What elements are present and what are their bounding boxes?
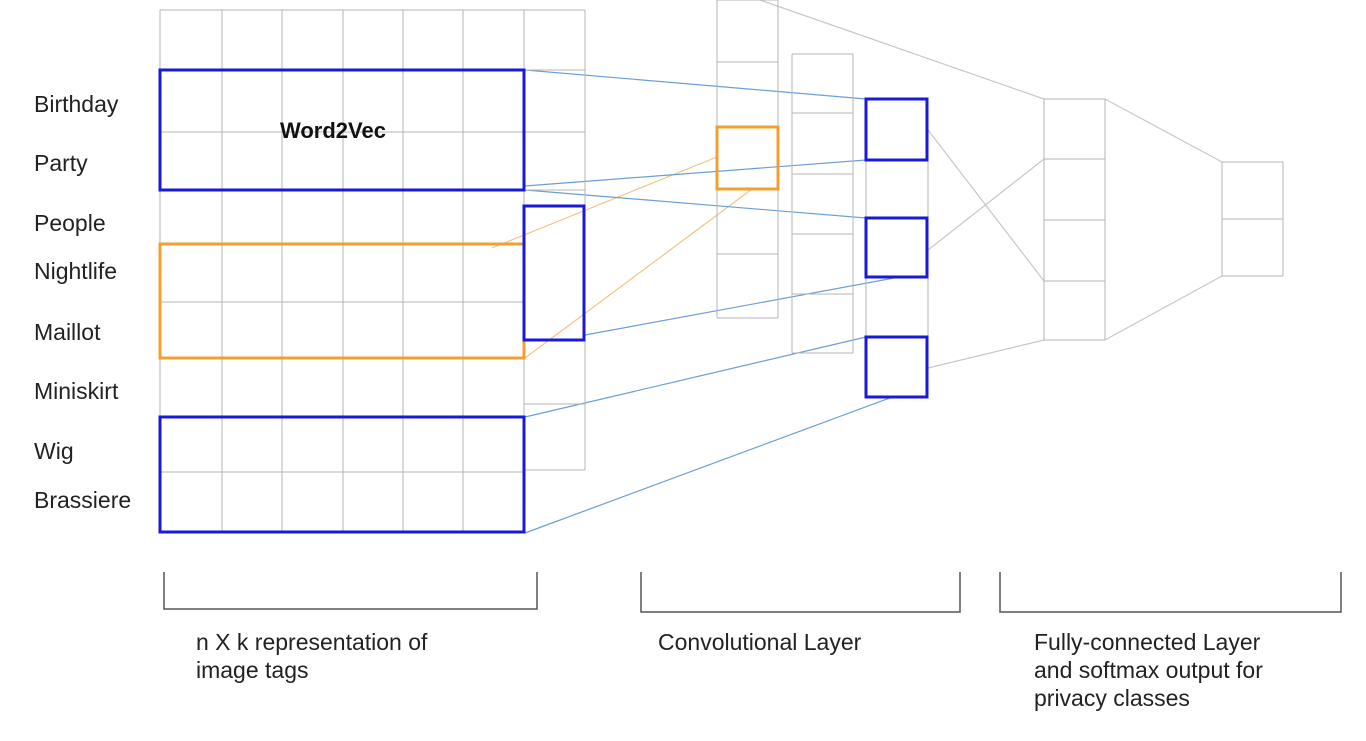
section-bracket-1: [163, 572, 538, 610]
connector-orange-1: [491, 156, 718, 249]
section-bracket-3: [999, 572, 1342, 613]
caption-convolutional: Convolutional Layer: [658, 628, 861, 656]
tag-wig: Wig: [34, 438, 74, 464]
connectors: [491, 0, 1223, 534]
tag-nightlife: Nightlife: [34, 258, 118, 284]
caption-convolutional-line-1: Convolutional Layer: [658, 629, 862, 655]
connector-gray-2: [927, 158, 1045, 251]
connector-gray-top: [759, 0, 1045, 100]
connector-blue-5: [524, 336, 867, 418]
tag-maillot: Maillot: [34, 319, 101, 345]
grids: [159, 0, 1284, 534]
connector-blue-3: [524, 189, 867, 219]
tag-people: People: [34, 210, 106, 236]
tag-birthday: Birthday: [34, 91, 119, 117]
connector-gray-4: [1104, 98, 1223, 163]
filter-box-birthday-party: [158, 68, 526, 192]
section-bracket-2: [640, 572, 961, 613]
word2vec-label: Word2Vec: [280, 118, 386, 143]
brackets: [163, 572, 1342, 613]
tag-brassiere: Brassiere: [34, 487, 132, 513]
caption-representation-line-1: n X k representation of: [196, 629, 428, 655]
connector-blue-2: [524, 159, 867, 187]
filter-box-wig-brassiere: [158, 415, 526, 534]
caption-fully-connected-line-1: Fully-connected Layer: [1034, 629, 1261, 655]
filter-box-nightlife-maillot: [158, 242, 526, 360]
pool-activation-2: [864, 216, 929, 279]
caption-fully-connected-line-2: and softmax output for: [1034, 657, 1263, 683]
caption-representation-line-2: image tags: [196, 657, 309, 683]
caption-representation: n X k representation of image tags: [196, 628, 427, 684]
connector-orange-2: [524, 188, 753, 359]
tag-miniskirt: Miniskirt: [34, 378, 119, 404]
highlights: [158, 68, 929, 534]
filter-box-extra-column: [522, 204, 586, 342]
connector-gray-3: [927, 339, 1045, 369]
connector-gray-1: [927, 129, 1045, 282]
pool-activation-1: [864, 97, 929, 162]
tag-party: Party: [34, 150, 88, 176]
caption-fully-connected: Fully-connected Layer and softmax output…: [1034, 628, 1263, 712]
connector-blue-6: [524, 395, 896, 534]
caption-fully-connected-line-3: privacy classes: [1034, 685, 1190, 711]
connector-blue-1: [524, 69, 867, 100]
pool-activation-3: [864, 335, 929, 399]
connector-blue-4: [584, 275, 906, 336]
connector-gray-5: [1104, 275, 1223, 341]
conv-activation-orange: [715, 125, 780, 191]
